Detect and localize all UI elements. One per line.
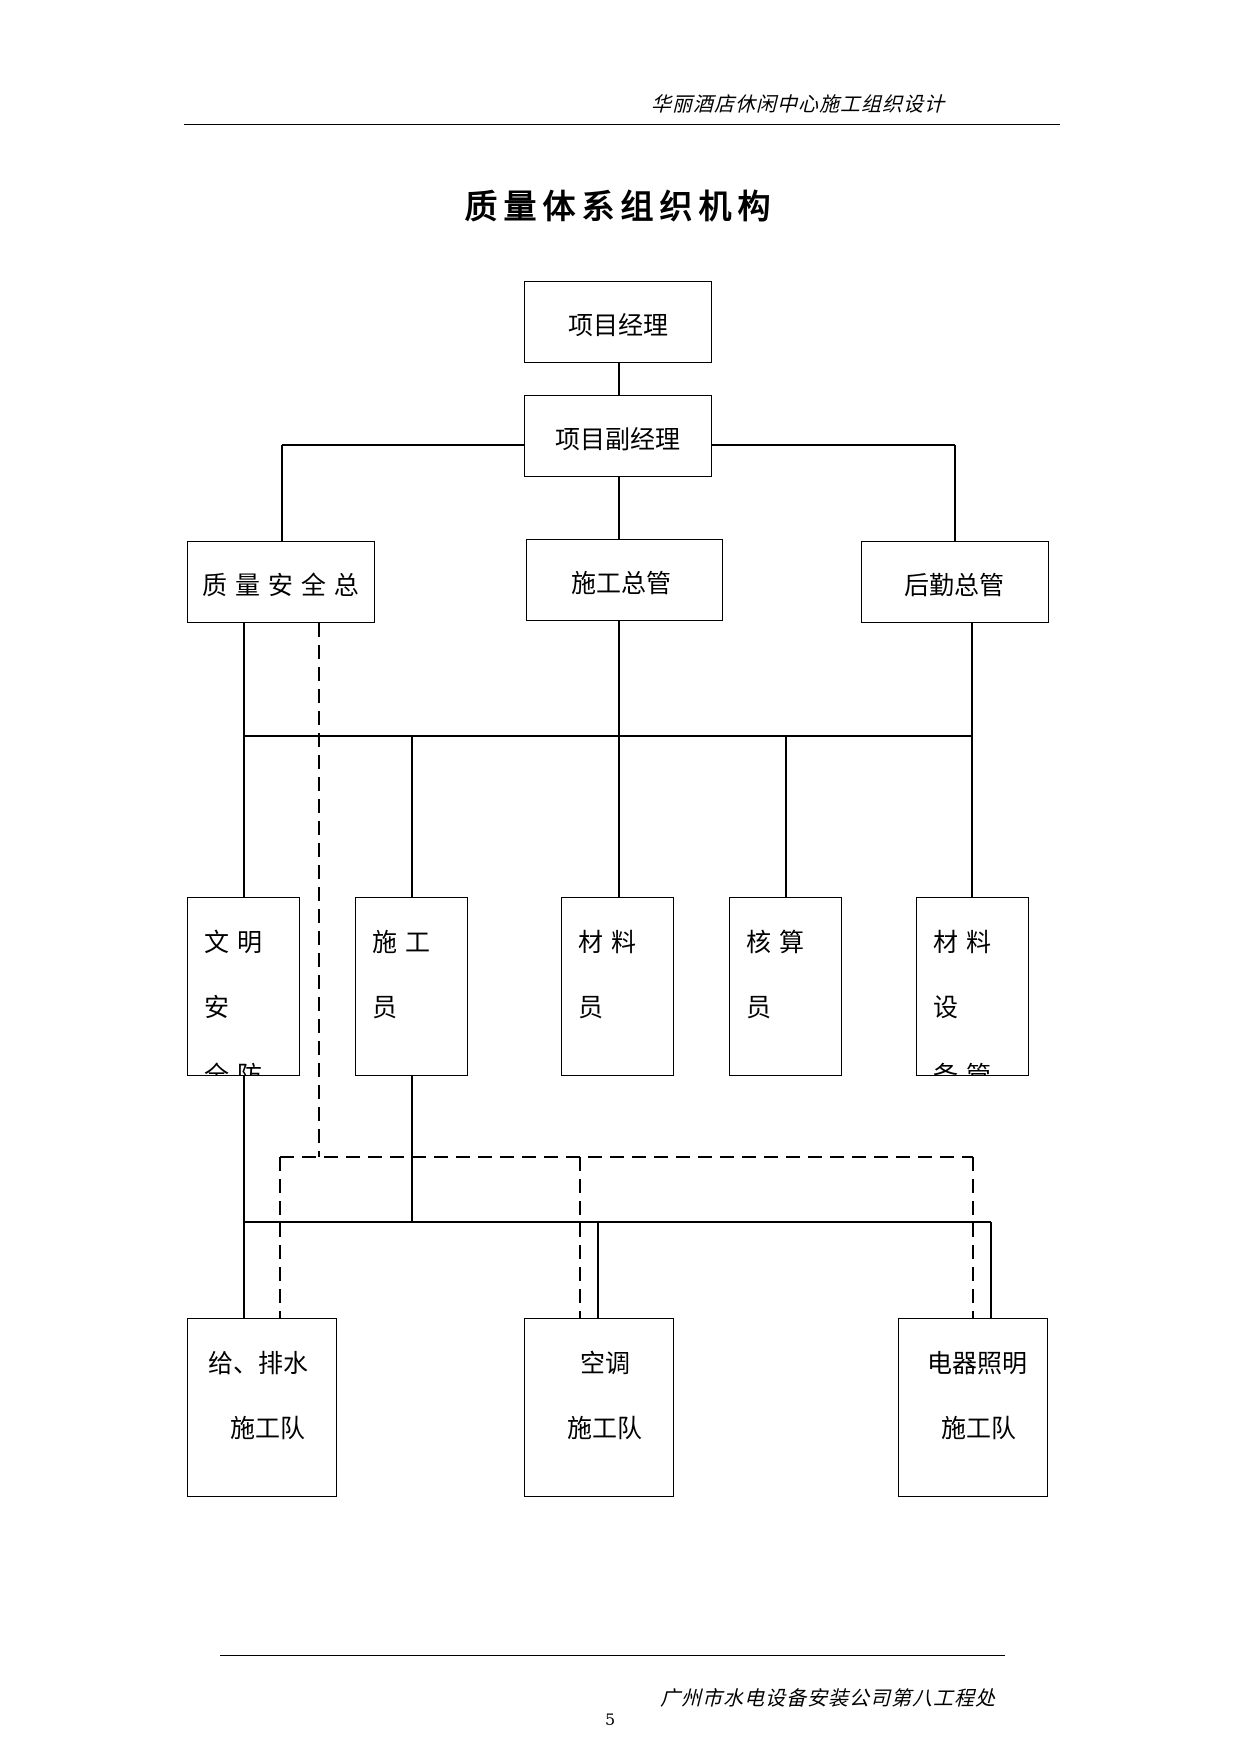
hvac-team-label-2: 施工队 bbox=[567, 1414, 643, 1443]
accountant-label-1: 核 算 bbox=[746, 928, 804, 957]
project-manager-box: 项目经理 bbox=[524, 281, 712, 363]
deputy-manager-label: 项目副经理 bbox=[555, 425, 681, 454]
footer-divider-left bbox=[220, 1655, 335, 1656]
civil-safety-label-1: 文 明 bbox=[204, 928, 262, 957]
material-clerk-label-1: 材 料 bbox=[578, 928, 636, 957]
constructor-box: 施 工 员 bbox=[355, 897, 468, 1076]
page-title: 质量体系组织机构 bbox=[464, 187, 777, 226]
project-manager-label: 项目经理 bbox=[568, 311, 669, 340]
accountant-box: 核 算 员 bbox=[729, 897, 842, 1076]
accountant-label-2: 员 bbox=[746, 993, 772, 1022]
construction-manager-label: 施工总管 bbox=[571, 569, 672, 598]
header-title: 华丽酒店休闲中心施工组织设计 bbox=[651, 92, 945, 116]
constructor-label-2: 员 bbox=[372, 993, 398, 1022]
material-equipment-box: 材 料 设 备 管 bbox=[916, 897, 1029, 1076]
quality-safety-label: 质 量 安 全 总 bbox=[202, 571, 359, 600]
plumbing-team-label-1: 给、排水 bbox=[208, 1349, 309, 1378]
electrical-team-box: 电器照明 施工队 bbox=[898, 1318, 1048, 1497]
footer-divider-center bbox=[335, 1655, 895, 1656]
electrical-team-label-2: 施工队 bbox=[941, 1414, 1017, 1443]
footer-company: 广州市水电设备安装公司第八工程处 bbox=[660, 1686, 996, 1710]
quality-safety-box: 质 量 安 全 总 bbox=[187, 541, 375, 623]
plumbing-team-box: 给、排水 施工队 bbox=[187, 1318, 337, 1497]
logistics-manager-label: 后勤总管 bbox=[904, 571, 1005, 600]
civil-safety-label-2: 安 bbox=[204, 993, 230, 1022]
civil-safety-label-3: 全 防 bbox=[204, 1061, 262, 1076]
page-number: 5 bbox=[605, 1710, 616, 1729]
header-divider bbox=[184, 124, 1060, 125]
construction-manager-box: 施工总管 bbox=[526, 539, 723, 621]
material-equipment-label-1: 材 料 bbox=[933, 928, 991, 957]
electrical-team-label-1: 电器照明 bbox=[927, 1349, 1028, 1378]
constructor-label-1: 施 工 bbox=[372, 928, 430, 957]
material-clerk-box: 材 料 员 bbox=[561, 897, 674, 1076]
deputy-manager-box: 项目副经理 bbox=[524, 395, 712, 477]
material-equipment-label-2: 设 bbox=[933, 993, 959, 1022]
footer-divider-right bbox=[895, 1655, 1005, 1656]
logistics-manager-box: 后勤总管 bbox=[861, 541, 1049, 623]
material-clerk-label-2: 员 bbox=[578, 993, 604, 1022]
material-equipment-label-3: 备 管 bbox=[933, 1061, 991, 1076]
hvac-team-label-1: 空调 bbox=[580, 1349, 631, 1378]
hvac-team-box: 空调 施工队 bbox=[524, 1318, 674, 1497]
civil-safety-box: 文 明 安 全 防 bbox=[187, 897, 300, 1076]
plumbing-team-label-2: 施工队 bbox=[230, 1414, 306, 1443]
